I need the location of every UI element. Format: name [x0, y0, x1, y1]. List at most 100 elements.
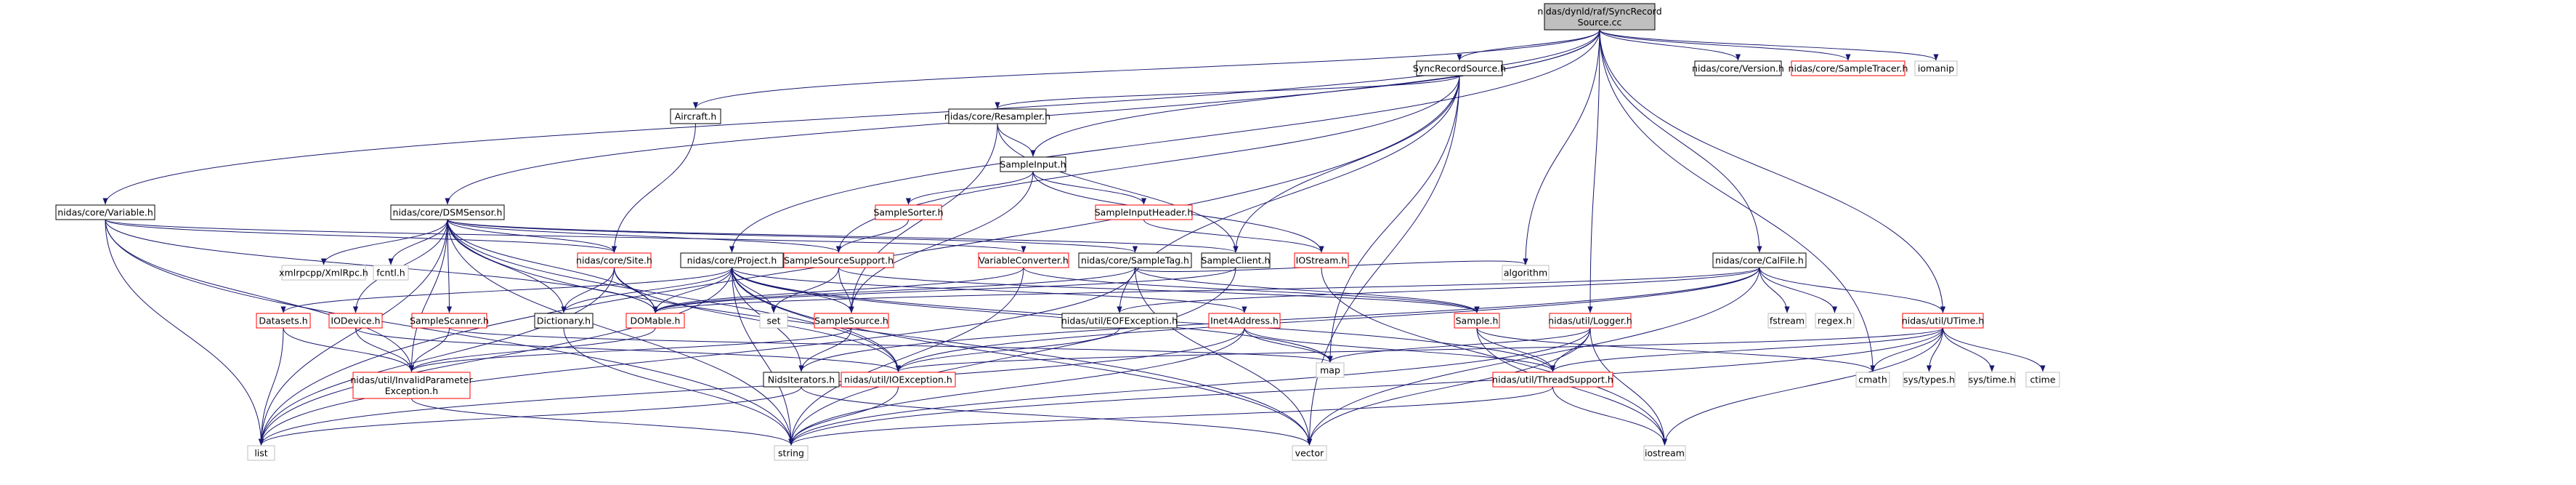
node-string: string [774, 445, 809, 461]
edge-root-to-algorithm [1523, 29, 1600, 265]
node-label: IOStream.h [1296, 255, 1348, 266]
node-dsmsensor[interactable]: nidas/core/DSMSensor.h [390, 204, 505, 220]
node-iostream_h[interactable]: IOStream.h [1294, 252, 1349, 268]
node-label: Exception.h [385, 385, 438, 396]
node-box [1502, 265, 1550, 281]
node-sampleinputheader[interactable]: SampleInputHeader.h [1095, 204, 1194, 220]
node-iodevice[interactable]: IODevice.h [328, 313, 383, 329]
node-box [1292, 445, 1327, 461]
edge-project-to-list [258, 267, 732, 446]
node-sampleinput[interactable]: SampleInput.h [1000, 156, 1066, 172]
edge-sampletag-to-domable [652, 267, 1135, 313]
edge-utime-to-systime [1943, 327, 1995, 372]
edge-sampletag-to-sample [1135, 267, 1480, 313]
edge-root-to-iomanip [1599, 29, 1939, 61]
edge-resampler-to-sampleclient [997, 123, 1239, 253]
edge-sampletag-to-vector [1135, 267, 1313, 446]
node-label: SampleInput.h [1000, 159, 1066, 170]
node-box [763, 372, 840, 388]
node-inet4[interactable]: Inet4Address.h [1208, 313, 1281, 329]
node-box [1061, 313, 1178, 329]
edge-domable-to-invalidparam [408, 327, 656, 372]
edge-project-to-dictionary [561, 267, 732, 313]
node-label: fcntl.h [376, 268, 405, 278]
edge-logger-to-string [788, 327, 1591, 446]
node-label: Aircraft.h [675, 111, 717, 122]
node-samplesourcesupport[interactable]: SampleSourceSupport.h [783, 252, 894, 268]
node-project[interactable]: nidas/core/Project.h [680, 252, 784, 268]
edge-sample-to-threadsupport [1476, 327, 1556, 372]
node-utime[interactable]: nidas/util/UTime.h [1902, 313, 1984, 329]
node-label: vector [1295, 448, 1325, 459]
node-threadsupport[interactable]: nidas/util/ThreadSupport.h [1492, 372, 1613, 388]
node-cmath: cmath [1855, 372, 1890, 388]
node-ioexception[interactable]: nidas/util/IOException.h [841, 372, 956, 388]
node-dictionary[interactable]: Dictionary.h [534, 313, 594, 329]
node-domable[interactable]: DOMable.h [625, 313, 685, 329]
edge-root-to-project [729, 29, 1600, 253]
edge-dsmsensor-to-sampletag [447, 219, 1138, 253]
edge-dictionary-to-string [563, 327, 794, 446]
edge-dsmsensor-to-dictionary [447, 219, 567, 313]
node-box [411, 313, 487, 329]
node-datasets[interactable]: Datasets.h [256, 313, 311, 329]
node-samplesorter[interactable]: SampleSorter.h [873, 204, 944, 220]
node-iomanip: iomanip [1914, 60, 1958, 76]
node-resampler[interactable]: nidas/core/Resampler.h [944, 108, 1050, 124]
edge-variable-to-invalidparam [105, 219, 415, 372]
node-logger[interactable]: nidas/util/Logger.h [1548, 313, 1632, 329]
edge-syncsrc_h-to-samplesourcesupport [835, 75, 1460, 253]
edge-project-to-vector [732, 267, 1313, 446]
edge-logger-to-map [1327, 327, 1591, 363]
node-label: nidas/core/SampleTag.h [1081, 255, 1189, 266]
node-label: nidas/util/IOException.h [844, 374, 952, 385]
node-box [1078, 252, 1192, 268]
edge-root-to-version [1599, 29, 1741, 61]
node-ctime: ctime [2025, 372, 2060, 388]
edge-utime-to-ioexception [896, 327, 1943, 372]
edge-dsmsensor-to-samplesourcesupport [447, 219, 841, 253]
edge-samplesource-to-invalidparam [409, 327, 852, 372]
node-eofexception[interactable]: nidas/util/EOFException.h [1061, 313, 1178, 329]
node-samplesource[interactable]: SampleSource.h [814, 313, 889, 329]
node-nidsiterators[interactable]: NidsIterators.h [763, 372, 840, 388]
node-label: iostream [1645, 448, 1685, 459]
node-box [774, 445, 809, 461]
edge-root-to-logger [1587, 29, 1600, 313]
node-syncsrc_h[interactable]: SyncRecordSource.h [1413, 60, 1506, 76]
node-variable[interactable]: nidas/core/Variable.h [55, 204, 155, 220]
node-label: map [1320, 365, 1340, 376]
node-label: nidas/core/CalFile.h [1715, 255, 1804, 266]
edge-project-to-datasets [280, 267, 732, 313]
node-site[interactable]: nidas/core/Site.h [576, 252, 652, 268]
edge-dsmsensor-to-ioexception [447, 219, 902, 372]
node-calfile[interactable]: nidas/core/CalFile.h [1712, 252, 1807, 268]
node-box [1201, 252, 1271, 268]
node-box [534, 313, 594, 329]
node-sampleclient[interactable]: SampleClient.h [1201, 252, 1271, 268]
node-sampletracer[interactable]: nidas/core/SampleTracer.h [1789, 60, 1908, 76]
node-label: list [254, 448, 267, 459]
node-version[interactable]: nidas/core/Version.h [1692, 60, 1784, 76]
node-root[interactable]: nidas/dynld/raf/SyncRecordSource.cc [1537, 3, 1662, 31]
node-samplescanner[interactable]: SampleScanner.h [410, 313, 489, 329]
node-map: map [1316, 362, 1345, 378]
edge-iodevice-to-ioexception [355, 327, 901, 372]
node-box [2025, 372, 2060, 388]
node-variableconverter[interactable]: VariableConverter.h [978, 252, 1069, 268]
node-box [1903, 372, 1956, 388]
node-aircraft[interactable]: Aircraft.h [670, 108, 721, 124]
node-box [55, 204, 155, 220]
node-sample[interactable]: Sample.h [1454, 313, 1500, 329]
edge-syncsrc_h-to-sampleclient [1233, 75, 1460, 253]
edge-logger-to-vector [1306, 327, 1591, 446]
node-box [577, 252, 652, 268]
node-label: nidas/util/Logger.h [1548, 316, 1632, 326]
edge-syncsrc_h-to-resampler [995, 75, 1460, 109]
edge-utime-to-systypes [1926, 327, 1943, 372]
node-box [328, 313, 383, 329]
node-sampletag[interactable]: nidas/core/SampleTag.h [1078, 252, 1192, 268]
node-label: sys/time.h [1969, 374, 2016, 385]
